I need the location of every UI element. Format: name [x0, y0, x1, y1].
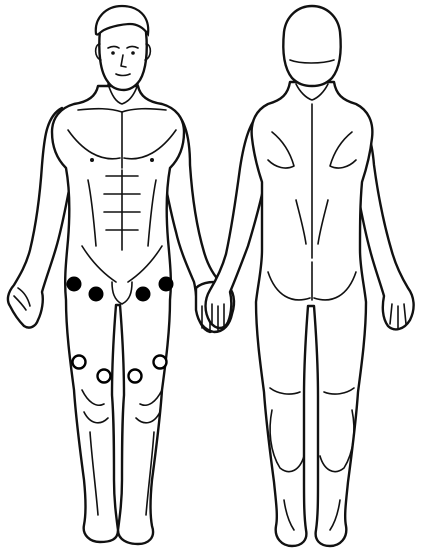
- marker-front-left-knee-outer: [154, 356, 167, 369]
- marker-front-left-groin: [136, 287, 151, 302]
- marker-front-right-knee-inner: [98, 370, 111, 383]
- front-eye-left: [131, 51, 135, 55]
- front-view-figure: [8, 6, 234, 544]
- front-torso-legs: [52, 86, 184, 544]
- front-nipple-left: [150, 158, 154, 162]
- back-head: [283, 6, 340, 86]
- back-view-figure: [206, 6, 414, 546]
- marker-front-right-groin: [89, 287, 104, 302]
- marker-front-left-hip-upper: [159, 277, 174, 292]
- marker-front-right-hip-upper: [67, 277, 82, 292]
- front-nipple-right: [90, 158, 94, 162]
- front-eye-right: [111, 51, 115, 55]
- marker-front-right-knee-outer: [73, 356, 86, 369]
- marker-front-left-knee-inner: [129, 370, 142, 383]
